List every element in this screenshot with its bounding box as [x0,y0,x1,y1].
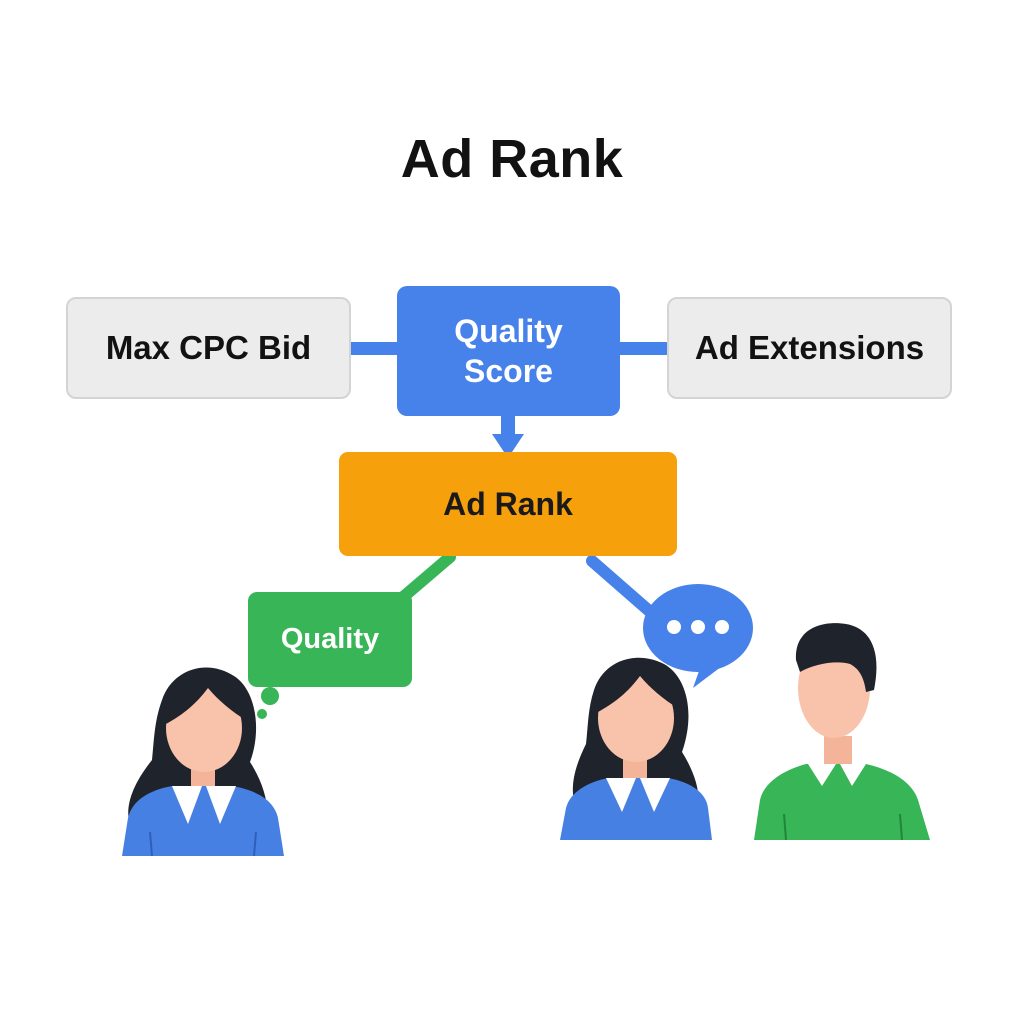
connector-maxcpc-to-qs [349,342,399,355]
quality-score-label-line1: Quality [454,313,563,349]
connector-rank-to-speech [586,555,661,622]
ad-rank-label: Ad Rank [443,485,573,522]
woman-avatar-left [122,667,284,857]
speech-bubble-icon [643,584,753,688]
quality-box: Quality [248,592,412,687]
connector-rank-to-quality [396,551,456,604]
diagram-title: Ad Rank [400,129,624,189]
quality-score-box: Quality Score [397,286,620,416]
max-cpc-bid-box: Max CPC Bid [66,297,351,399]
man-avatar [754,623,930,841]
thought-dot-small [257,709,267,719]
ad-extensions-box: Ad Extensions [667,297,952,399]
arrow-down-icon [492,414,524,458]
quality-score-label-line2: Score [464,353,553,389]
ad-extensions-label: Ad Extensions [694,329,925,366]
quality-label: Quality [280,623,380,655]
woman-avatar-right [560,657,712,840]
connector-qs-to-extensions [618,342,669,355]
ad-rank-box: Ad Rank [339,452,677,556]
thought-dot-large [261,687,279,705]
max-cpc-bid-label: Max CPC Bid [105,329,312,366]
